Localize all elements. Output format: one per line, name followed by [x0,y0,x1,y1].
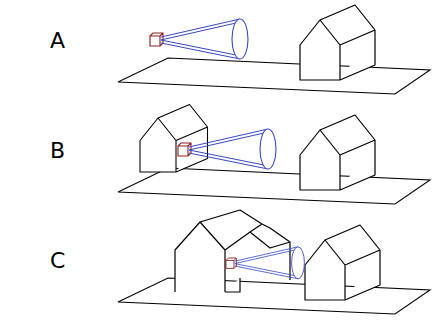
panel-c [118,210,430,314]
panel-letter: A [50,30,65,52]
panel-b [118,105,430,205]
panel-letter: C [50,250,65,272]
panel-letter: B [50,140,65,162]
panel-a [118,5,430,94]
